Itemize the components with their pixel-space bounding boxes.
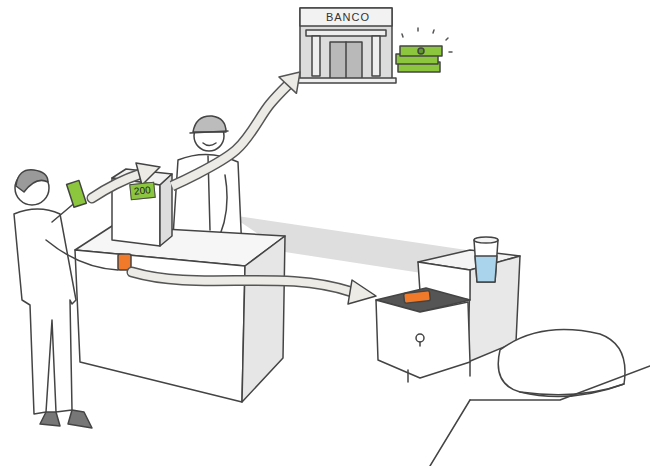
illustration-part bbox=[404, 291, 431, 304]
water-glass bbox=[474, 237, 498, 282]
customer bbox=[14, 170, 131, 428]
illustration-part bbox=[46, 240, 118, 270]
illustration-part bbox=[132, 272, 352, 292]
register-display: 200 bbox=[110, 172, 172, 244]
illustration-part bbox=[475, 256, 497, 282]
illustration-part bbox=[14, 8, 650, 466]
illustration-part bbox=[418, 48, 424, 54]
illustration-part bbox=[190, 131, 228, 133]
illustration-part bbox=[208, 156, 210, 230]
illustration-part bbox=[433, 30, 434, 33]
bed bbox=[430, 330, 650, 466]
illustration-part bbox=[430, 400, 470, 466]
money-stack bbox=[396, 46, 442, 72]
illustration-part bbox=[203, 143, 216, 146]
illustration-part bbox=[469, 362, 471, 376]
illustration-part bbox=[470, 366, 650, 400]
illustration-part bbox=[474, 240, 498, 282]
illustration-part bbox=[416, 334, 424, 342]
illustration-part bbox=[40, 410, 92, 428]
arrow-head bbox=[279, 72, 300, 93]
bank-sign-text: BANCO bbox=[300, 8, 396, 25]
illustration-part bbox=[449, 51, 452, 53]
illustration-part bbox=[345, 42, 347, 80]
illustration-part bbox=[348, 280, 376, 304]
flow-ribbon-arrow bbox=[172, 72, 300, 186]
illustration-part bbox=[400, 46, 442, 56]
illustration-part bbox=[242, 236, 285, 402]
counter bbox=[75, 226, 285, 402]
illustration-part bbox=[446, 38, 448, 40]
illustration-part bbox=[160, 174, 172, 246]
illustration-part bbox=[419, 342, 421, 346]
illustration-part bbox=[417, 28, 419, 31]
illustration-part bbox=[296, 78, 396, 83]
illustration-part bbox=[132, 272, 352, 292]
illustration-part bbox=[14, 209, 76, 414]
illustration-part bbox=[193, 116, 226, 132]
bank-sign: BANCO bbox=[300, 8, 396, 80]
illustration-part bbox=[372, 36, 380, 76]
sparkle bbox=[402, 28, 452, 52]
illustration-part bbox=[520, 384, 624, 397]
illustration-part bbox=[376, 300, 470, 378]
illustration-part bbox=[498, 330, 625, 395]
savings-flow-arrow bbox=[132, 272, 376, 304]
illustration-part bbox=[16, 170, 48, 192]
illustration-part bbox=[312, 36, 320, 76]
bank-building bbox=[296, 8, 396, 83]
register-display-text: 200 bbox=[129, 182, 155, 200]
ribbon-fill bbox=[172, 85, 288, 186]
illustration-part bbox=[306, 30, 386, 36]
illustration-part bbox=[474, 237, 498, 243]
illustration-part bbox=[330, 42, 362, 80]
illustration-part bbox=[67, 180, 87, 207]
illustration-part bbox=[407, 370, 409, 382]
ribbon-outline bbox=[172, 85, 288, 186]
illustration-part bbox=[402, 34, 403, 37]
